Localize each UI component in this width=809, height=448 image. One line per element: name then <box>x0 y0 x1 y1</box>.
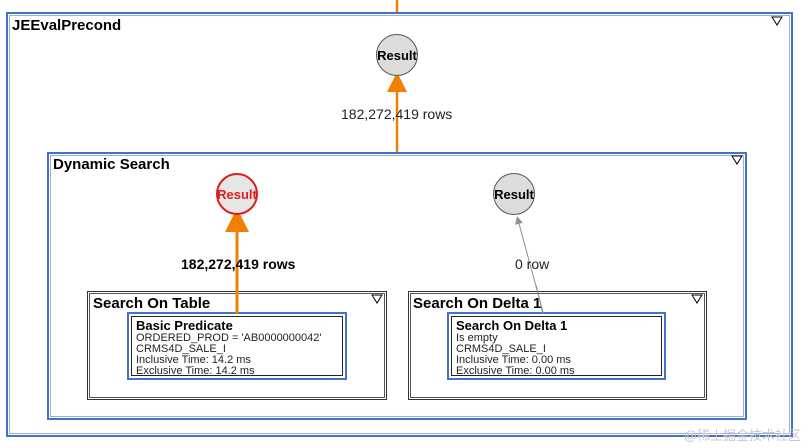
operator-line: Is empty <box>456 332 498 344</box>
operator-line: CRMS4D_SALE_I <box>136 343 226 355</box>
outer-result-node[interactable]: Result <box>376 34 418 76</box>
operator-line: Exclusive Time: 0.00 ms <box>456 365 575 376</box>
right-rows-label: 0 row <box>515 256 550 272</box>
collapse-triangle-icon[interactable] <box>731 155 743 165</box>
operator-line: CRMS4D_SALE_I <box>456 343 546 355</box>
operator-title: Search On Delta 1 <box>456 318 568 333</box>
right-result-label: Result <box>494 186 534 202</box>
right-result-node[interactable]: Result <box>493 173 535 215</box>
jeevalprecond-title: JEEvalPrecond <box>12 17 122 34</box>
left-result-label: Result <box>217 186 257 202</box>
operator-line: Inclusive Time: 14.2 ms <box>136 354 251 366</box>
jeevalprecond-box <box>6 12 793 437</box>
left-result-node[interactable]: Result <box>216 173 258 215</box>
operator-title: Basic Predicate <box>136 318 233 333</box>
collapse-triangle-icon[interactable] <box>371 294 383 304</box>
operator-line: Inclusive Time: 0.00 ms <box>456 354 571 366</box>
search-on-delta-operator[interactable]: Search On Delta 1 Is empty CRMS4D_SALE_I… <box>447 312 666 380</box>
collapse-triangle-icon[interactable] <box>771 16 783 26</box>
search-on-delta-box <box>408 291 707 400</box>
basic-predicate-operator[interactable]: Basic Predicate ORDERED_PROD = 'AB000000… <box>127 312 347 380</box>
dynamic-search-title: Dynamic Search <box>53 156 170 173</box>
watermark: @稀土掘金技术社区 <box>683 428 801 443</box>
outer-rows-label: 182,272,419 rows <box>341 106 453 122</box>
left-rows-label: 182,272,419 rows <box>181 256 296 272</box>
operator-line: ORDERED_PROD = 'AB0000000042' <box>136 332 322 344</box>
collapse-triangle-icon[interactable] <box>691 294 703 304</box>
search-on-table-title: Search On Table <box>93 295 211 312</box>
search-on-delta-title: Search On Delta 1 <box>413 295 542 312</box>
operator-line: Exclusive Time: 14.2 ms <box>136 365 255 376</box>
outer-result-label: Result <box>377 47 417 63</box>
